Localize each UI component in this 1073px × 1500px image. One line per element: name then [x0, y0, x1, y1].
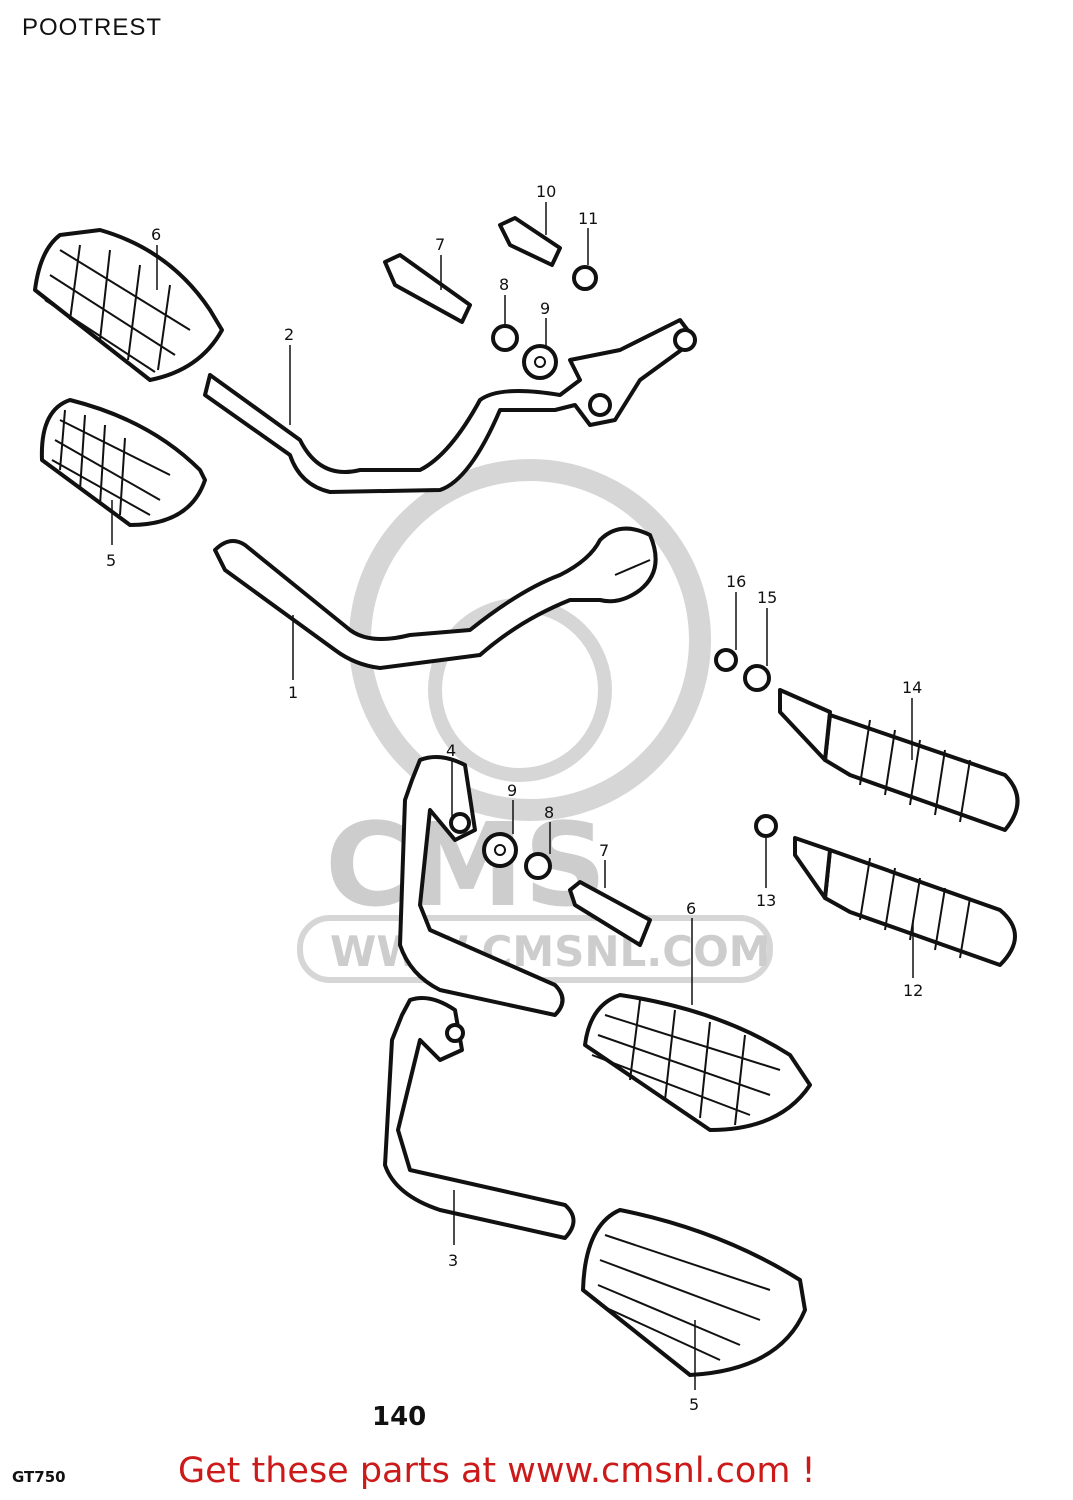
callout-6-top: 6 — [151, 225, 161, 244]
callout-8-top: 8 — [499, 275, 509, 294]
callout-11: 11 — [578, 209, 598, 228]
callout-3: 3 — [448, 1251, 458, 1270]
callout-14: 14 — [902, 678, 922, 697]
callout-9-top: 9 — [540, 299, 550, 318]
callout-4: 4 — [446, 741, 456, 760]
callout-12: 12 — [903, 981, 923, 1000]
washer-11 — [572, 265, 598, 291]
nut-8-mid — [524, 852, 552, 880]
footrest-rubber-5-top — [39, 398, 207, 527]
watermark: CMS WWW.CMSNL.COM — [297, 459, 773, 983]
callout-10: 10 — [536, 182, 556, 201]
footrest-bar-2 — [203, 318, 697, 494]
bolt-7-top — [383, 253, 472, 324]
footer-link[interactable]: Get these parts at www.cmsnl.com ! — [178, 1451, 816, 1491]
footpeg-12 — [793, 836, 1017, 967]
footrest-bracket-3 — [383, 996, 576, 1240]
footrest-bar-1 — [213, 526, 658, 670]
callout-16: 16 — [726, 572, 746, 591]
bolt-7-mid — [568, 880, 652, 947]
callout-13: 13 — [756, 891, 776, 910]
footrest-rubber-6-bottom — [583, 993, 812, 1132]
callout-6-bottom: 6 — [686, 899, 696, 918]
callout-7-top: 7 — [435, 235, 445, 254]
callout-1: 1 — [288, 683, 298, 702]
washer-9-mid — [482, 832, 518, 868]
callout-7-mid: 7 — [599, 841, 609, 860]
callout-5-top: 5 — [106, 551, 116, 570]
callout-2: 2 — [284, 325, 294, 344]
nut-8-top — [491, 324, 519, 352]
page-title: POOTREST — [22, 14, 163, 41]
callout-15: 15 — [757, 588, 777, 607]
nut-15 — [743, 664, 771, 692]
watermark-url: WWW.CMSNL.COM — [330, 927, 771, 976]
page-number: 140 — [372, 1402, 427, 1432]
model-code: GT750 — [12, 1468, 66, 1486]
leader-lines — [111, 202, 914, 1390]
callout-8-mid: 8 — [544, 803, 554, 822]
callout-5-bottom: 5 — [689, 1395, 699, 1414]
footpeg-14 — [778, 688, 1020, 832]
callouts: 6 5 2 1 7 10 11 8 9 4 9 8 7 6 3 5 16 15 … — [106, 182, 923, 1414]
washer-9-top — [522, 344, 558, 380]
bolt-10 — [498, 216, 562, 267]
callout-9-mid: 9 — [507, 781, 517, 800]
footrest-bracket-4 — [398, 754, 565, 1017]
footrest-rubber-5-bottom — [581, 1208, 807, 1377]
washer-13 — [754, 814, 778, 838]
washer-16 — [714, 648, 738, 672]
footrest-rubber-6-top — [33, 228, 224, 382]
